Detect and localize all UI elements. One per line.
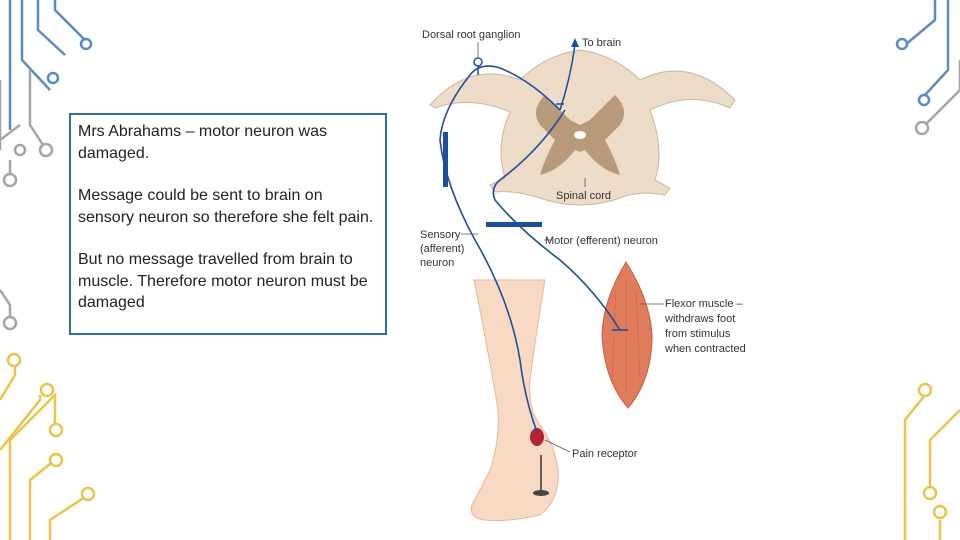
paragraph-2: Message could be sent to brain on sensor… [78, 187, 374, 226]
label-flexor-line-4: when contracted [664, 343, 746, 355]
label-sensory-line-2: (afferent) [420, 243, 464, 255]
flexor-muscle-shape [601, 261, 653, 409]
to-brain-arrowhead [571, 38, 579, 47]
leg-shape [470, 279, 559, 521]
motor-neuron-path [492, 109, 621, 331]
central-canal [574, 131, 586, 139]
muscle-fibres [611, 280, 641, 395]
label-pain-receptor: Pain receptor [572, 448, 638, 460]
label-flexor-line-3: from stimulus [665, 328, 731, 340]
label-spinal-cord: Spinal cord [556, 190, 611, 202]
label-dorsal-root-ganglion: Dorsal root ganglion [422, 29, 520, 41]
pain-receptor-spot [530, 428, 544, 446]
to-brain-path [559, 44, 576, 111]
label-flexor-line-1: Flexor muscle – [665, 298, 744, 310]
sensory-neuron-path [439, 65, 561, 433]
dorsal-root-ganglion-cell [473, 57, 483, 67]
paragraph-1: Mrs Abrahams – motor neuron was damaged. [78, 123, 327, 162]
label-motor-neuron: Motor (efferent) neuron [545, 235, 658, 247]
damage-marker [486, 222, 542, 227]
explanation-textbox: Mrs Abrahams – motor neuron was damaged.… [69, 113, 387, 335]
pin-head [533, 490, 549, 496]
label-sensory-line-1: Sensory [420, 229, 461, 241]
paragraph-3: But no message travelled from brain to m… [78, 251, 368, 311]
label-to-brain: To brain [582, 37, 621, 49]
label-flexor-line-2: withdraws foot [664, 313, 735, 325]
reflex-arc-diagram: Dorsal root ganglion To brain Spinal cor… [420, 29, 746, 521]
signal-up-bar [443, 132, 448, 187]
label-sensory-line-3: neuron [420, 257, 454, 269]
